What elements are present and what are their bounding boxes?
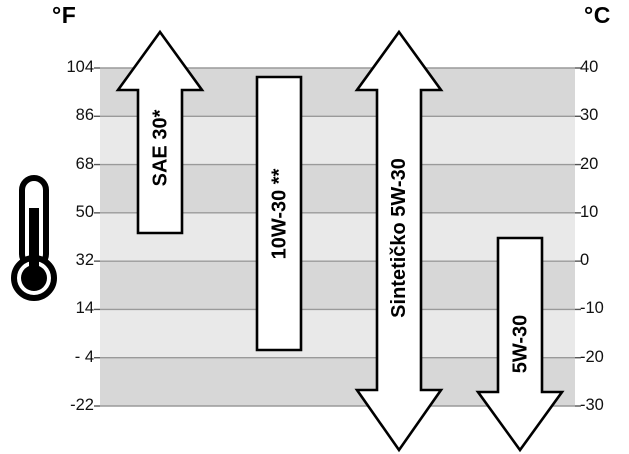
fahrenheit-tick-label: 104 — [66, 58, 94, 76]
celsius-tick-label: -20 — [580, 347, 604, 366]
thermometer-icon — [11, 175, 57, 301]
fahrenheit-tick-label: 86 — [75, 106, 94, 125]
fahrenheit-tick-label: 68 — [75, 154, 94, 173]
fahrenheit-unit-label: °F — [52, 2, 77, 28]
oil-grade-shapes — [115, 29, 565, 453]
oil-grade-arrow-down — [475, 236, 565, 453]
temperature-band — [100, 261, 575, 310]
celsius-tick-label: 0 — [580, 251, 590, 270]
fahrenheit-tick-label: 50 — [75, 202, 94, 221]
temperature-bands — [100, 68, 575, 406]
oil-grade-arrow-both — [354, 29, 444, 453]
oil-grade-label: 5W-30 — [508, 314, 531, 374]
oil-grade-label: Sintetičko 5W-30 — [387, 158, 410, 318]
celsius-tick-label: 20 — [580, 154, 599, 173]
celsius-tick-label: 40 — [580, 58, 599, 76]
fahrenheit-tick-label: 32 — [75, 251, 94, 270]
celsius-tick-label: 30 — [580, 106, 599, 125]
oil-grade-label: 10W-30 ** — [267, 168, 290, 260]
celsius-tick-label: -10 — [580, 299, 604, 318]
celsius-unit-label: °C — [584, 2, 611, 28]
fahrenheit-tick-label: - 4 — [74, 347, 94, 366]
tick-marks — [94, 67, 581, 407]
celsius-tick-label: -30 — [580, 396, 604, 414]
fahrenheit-tick-label: 14 — [75, 299, 94, 318]
oil-grade-bar — [255, 75, 303, 352]
temperature-band — [100, 309, 575, 358]
oil-grade-label: SAE 30* — [148, 109, 171, 187]
celsius-tick-label: 10 — [580, 202, 599, 221]
fahrenheit-tick-label: -22 — [70, 396, 94, 414]
oil-grade-arrow-up — [115, 29, 205, 235]
